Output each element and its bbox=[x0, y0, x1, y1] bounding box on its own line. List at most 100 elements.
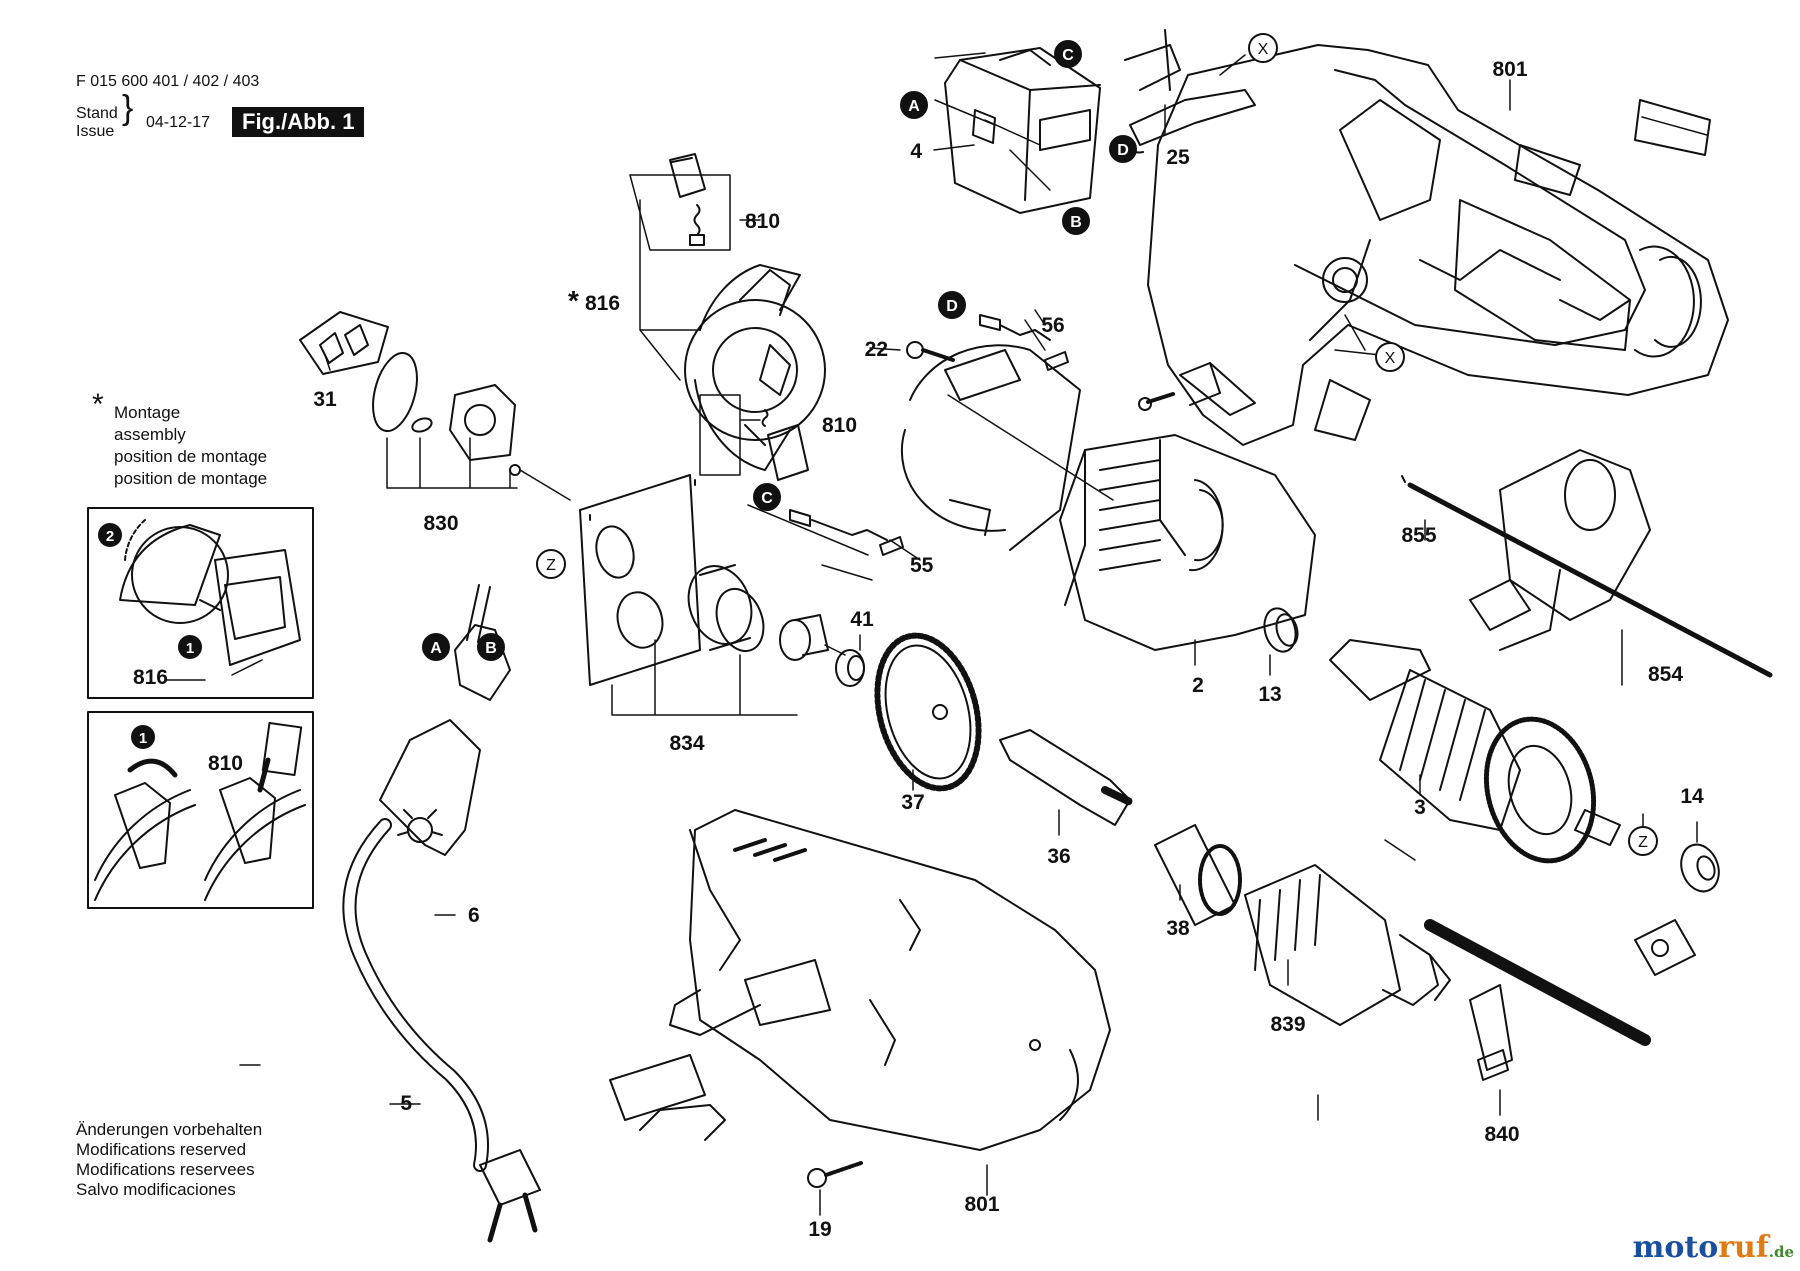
bracket-part bbox=[1138, 362, 1256, 416]
callout-letter-c: C bbox=[1062, 47, 1074, 64]
callout-C: C bbox=[1054, 40, 1082, 68]
label-854: 854 bbox=[1648, 663, 1683, 686]
carbon-brush-810-top bbox=[669, 153, 706, 246]
callout-X-housing: X bbox=[1375, 342, 1405, 372]
screw-22 bbox=[906, 341, 955, 362]
label-5: 5 bbox=[400, 1092, 412, 1115]
label-4: 4 bbox=[910, 140, 922, 163]
footer-line: Änderungen vorbehalten bbox=[76, 1120, 263, 1139]
armature-3 bbox=[1329, 639, 1621, 864]
leader-lines bbox=[164, 52, 1698, 1216]
cap-31 bbox=[299, 311, 389, 375]
label-810-lower: 810 bbox=[822, 414, 857, 437]
callout-letter-d: D bbox=[1117, 142, 1129, 159]
assembly-note: Montage assembly position de montage pos… bbox=[114, 402, 267, 490]
step-number: 1 bbox=[186, 640, 194, 657]
brace-icon: } bbox=[122, 89, 134, 127]
callout-Z-plate: Z bbox=[536, 549, 566, 579]
screw-19 bbox=[807, 1161, 863, 1188]
label-56: 56 bbox=[1041, 314, 1064, 337]
inset-brush-insert bbox=[87, 711, 314, 909]
callout-step-1a: 1 bbox=[178, 635, 202, 659]
depth-rod-855 bbox=[1401, 475, 1773, 678]
callout-X-top: X bbox=[1248, 33, 1278, 63]
callout-A-cord: A bbox=[422, 633, 450, 661]
terminal-56 bbox=[979, 314, 1069, 371]
inset-brush-holder bbox=[87, 507, 314, 699]
note-line: Montage bbox=[114, 403, 181, 422]
label-19: 19 bbox=[808, 1218, 831, 1241]
note-line: assembly bbox=[114, 425, 186, 444]
label-810: 810 bbox=[745, 210, 780, 233]
label-855: 855 bbox=[1401, 524, 1436, 547]
callout-Z-armature: Z bbox=[1628, 826, 1658, 856]
step-number: 1 bbox=[139, 730, 147, 747]
modifications-note: Änderungen vorbehalten Modifications res… bbox=[76, 1120, 262, 1200]
callout-D-terminal: D bbox=[938, 291, 966, 319]
label-801-lower: 801 bbox=[964, 1193, 999, 1216]
label-6: 6 bbox=[468, 904, 480, 927]
label-840: 840 bbox=[1484, 1123, 1519, 1146]
label-41: 41 bbox=[850, 608, 874, 631]
power-cord-5 bbox=[342, 584, 541, 1243]
housing-half-801 bbox=[1147, 44, 1729, 446]
housing-half-801-bottom bbox=[609, 809, 1111, 1151]
label-22: 22 bbox=[865, 338, 888, 361]
callout-letter-a: A bbox=[430, 640, 442, 657]
callout-letter-d: D bbox=[946, 298, 958, 315]
retainer-clip bbox=[1634, 919, 1696, 976]
strain-relief-6 bbox=[379, 624, 511, 856]
label-31: 31 bbox=[313, 388, 337, 411]
shaft-36 bbox=[999, 729, 1134, 826]
label-816-inset: 816 bbox=[133, 666, 168, 689]
label-801: 801 bbox=[1492, 58, 1527, 81]
plate-834 bbox=[579, 474, 701, 686]
label-38: 38 bbox=[1166, 917, 1190, 940]
label-810-inset: 810 bbox=[208, 752, 243, 775]
issue-date: 04-12-17 bbox=[146, 114, 211, 131]
label-25: 25 bbox=[1166, 146, 1190, 169]
footer-line: Modifications reservees bbox=[76, 1160, 255, 1179]
callout-letter-z: Z bbox=[546, 557, 556, 574]
carbon-brush-810-bottom bbox=[761, 409, 809, 481]
bearing-14 bbox=[1680, 843, 1720, 893]
callout-B-cord: B bbox=[477, 633, 505, 661]
footer-line: Modifications reserved bbox=[76, 1140, 247, 1159]
callout-A: A bbox=[900, 91, 928, 119]
label-14: 14 bbox=[1680, 785, 1704, 808]
label-37: 37 bbox=[901, 791, 924, 814]
disc-830 bbox=[372, 352, 521, 476]
terminal-55 bbox=[789, 509, 904, 556]
gear-37 bbox=[874, 632, 982, 792]
switch-4 bbox=[944, 47, 1101, 214]
label-834: 834 bbox=[669, 732, 704, 755]
callout-letter-b: B bbox=[1070, 214, 1082, 231]
label-2: 2 bbox=[1192, 674, 1204, 697]
label-830: 830 bbox=[423, 512, 458, 535]
part-number: F 015 600 401 / 402 / 403 bbox=[76, 73, 260, 90]
label-839: 839 bbox=[1270, 1013, 1305, 1036]
chuck-839 bbox=[1244, 864, 1451, 1026]
label-13: 13 bbox=[1258, 683, 1281, 706]
label-36: 36 bbox=[1047, 845, 1070, 868]
step-number: 2 bbox=[106, 528, 114, 545]
callout-letter-a: A bbox=[908, 98, 920, 115]
issue-label: Issue bbox=[76, 123, 115, 140]
watermark-logo: motoruf.de bbox=[1632, 1230, 1794, 1265]
callout-letter-c: C bbox=[761, 490, 773, 507]
part-labels: 801 4 25 810 * 816 31 830 22 56 810 55 8… bbox=[133, 58, 1704, 1241]
needle-bearing-41 bbox=[835, 649, 865, 687]
bearing-13 bbox=[1263, 607, 1299, 653]
brush-holder-816 bbox=[684, 264, 826, 471]
callout-letter-x: X bbox=[1258, 41, 1269, 58]
note-line: position de montage bbox=[114, 447, 268, 466]
label-3: 3 bbox=[1414, 796, 1426, 819]
callout-B-top: B bbox=[1062, 207, 1090, 235]
callout-C-terminal: C bbox=[753, 483, 781, 511]
callout-letter-z: Z bbox=[1638, 834, 1648, 851]
callout-D-top: D bbox=[1109, 135, 1137, 163]
figure-label: Fig./Abb. 1 bbox=[232, 107, 365, 137]
label-55: 55 bbox=[910, 554, 934, 577]
bearing-834 bbox=[687, 564, 765, 652]
